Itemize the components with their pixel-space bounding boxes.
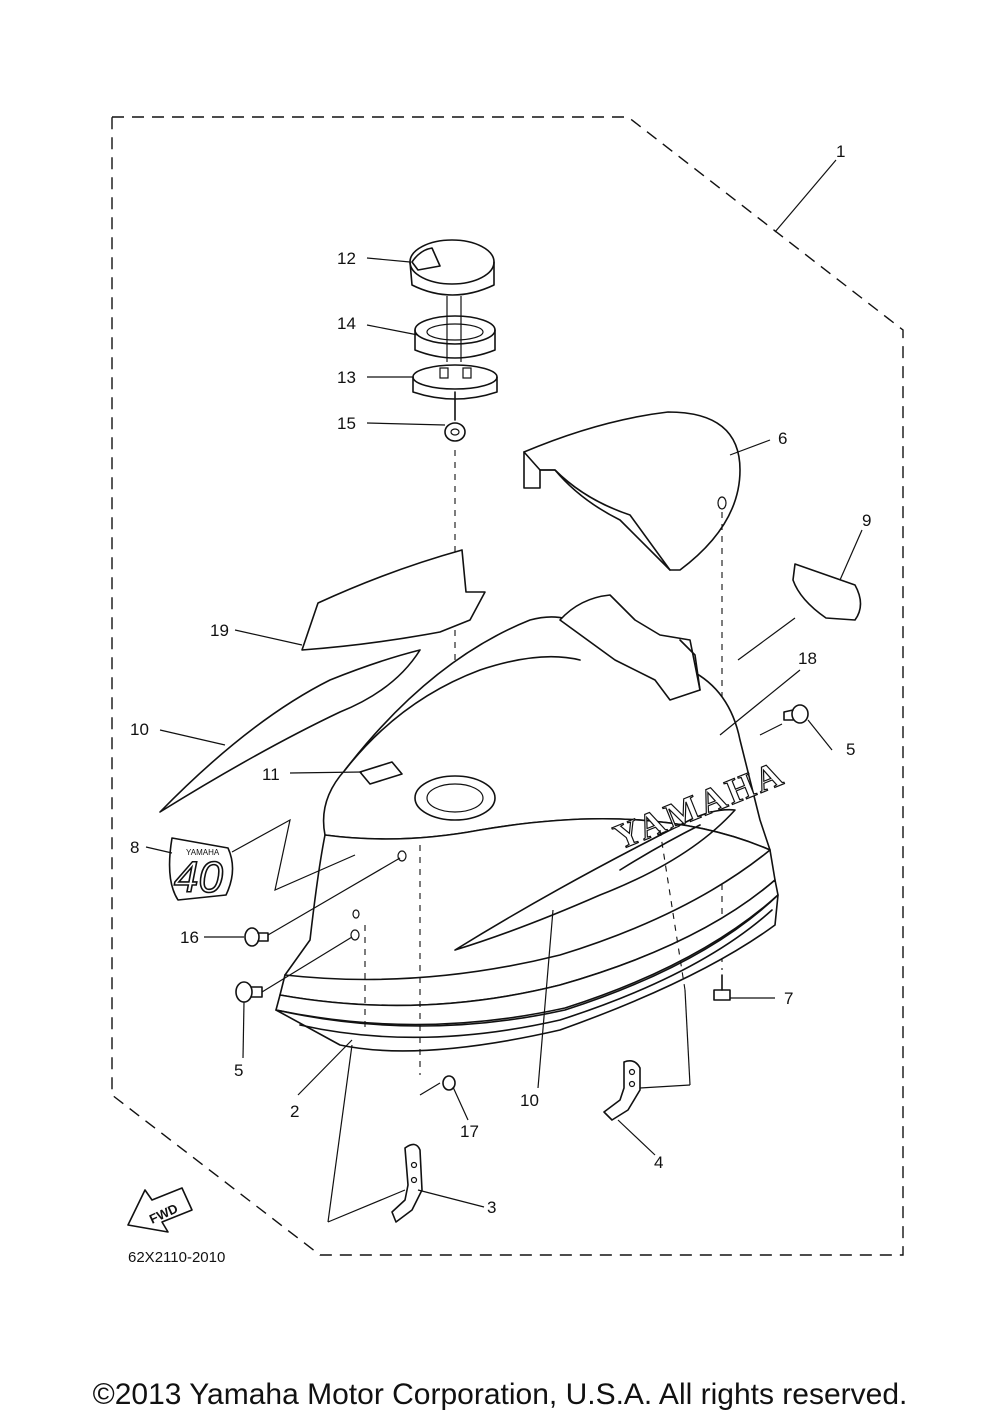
part-16-screw (244, 927, 269, 947)
label-part-16: 16 (180, 928, 199, 947)
forward-arrow: FWD (127, 1187, 193, 1233)
copyright-notice: ©2013 Yamaha Motor Corporation, U.S.A. A… (92, 1378, 908, 1411)
label-part-12: 12 (337, 249, 356, 268)
part-7-bolt (713, 974, 731, 1001)
label-part-2: 2 (290, 1102, 299, 1121)
model-decal-number: 40 (174, 853, 223, 902)
label-part-15: 15 (337, 414, 356, 433)
label-part-17: 17 (460, 1122, 479, 1141)
label-part-18: 18 (798, 649, 817, 668)
part-19-side-decal (301, 549, 486, 651)
label-part-10-upper: 10 (130, 720, 149, 739)
leader-lines (145, 159, 863, 1223)
label-part-11: 11 (262, 765, 280, 784)
part-5-screw-right (783, 704, 809, 724)
label-part-5-right: 5 (846, 740, 855, 759)
assembly-boundary (111, 116, 904, 1256)
drawing-code: 62X2110-2010 (128, 1249, 225, 1266)
part-6-rear-cover (523, 411, 741, 571)
part-8-model-decal: 40 YAMAHA (168, 837, 234, 903)
part-9-plate (792, 563, 862, 621)
decal-brand-text: YAMAHA (186, 848, 220, 857)
label-part-13: 13 (337, 368, 356, 387)
label-part-3: 3 (487, 1198, 496, 1217)
label-part-19: 19 (210, 621, 229, 640)
label-part-1: 1 (836, 142, 845, 161)
label-part-9: 9 (862, 511, 871, 530)
part-4-bracket (603, 1060, 641, 1121)
label-part-6: 6 (778, 429, 787, 448)
part-5-screw-left (235, 981, 263, 1003)
part-3-bracket (391, 1143, 423, 1223)
label-part-5-left: 5 (234, 1061, 243, 1080)
part-12-cap (409, 239, 495, 296)
part-2-top-cowling (275, 594, 779, 1052)
label-part-10-lower: 10 (520, 1091, 539, 1110)
label-part-8: 8 (130, 838, 139, 857)
part-14-grommet (414, 296, 496, 362)
part-15-strap (444, 391, 466, 442)
label-part-14: 14 (337, 314, 356, 333)
part-17-clip (442, 1075, 456, 1091)
part-10-upper-stripe (159, 649, 421, 813)
label-part-7: 7 (784, 989, 793, 1008)
label-part-4: 4 (654, 1153, 663, 1172)
